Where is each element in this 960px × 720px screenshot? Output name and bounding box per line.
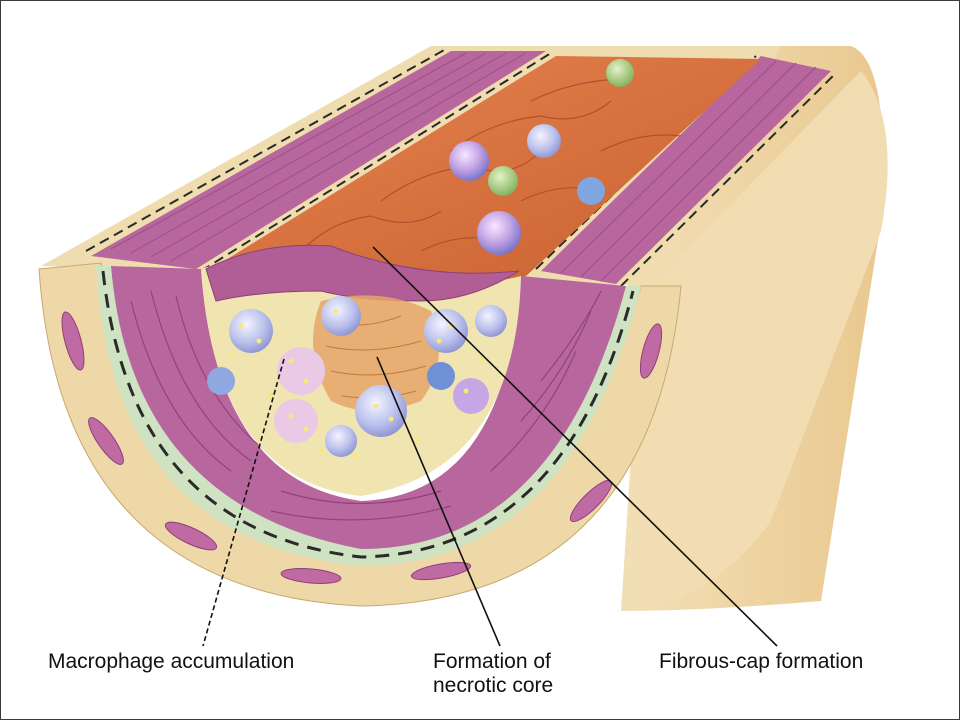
label-necrotic-core: Formation of necrotic core bbox=[433, 650, 553, 698]
label-macrophage-accumulation: Macrophage accumulation bbox=[48, 650, 295, 673]
label-necrotic-line2: necrotic core bbox=[433, 674, 554, 697]
lumen-endothelium bbox=[216, 56, 761, 289]
label-fibrous-cap-formation: Fibrous-cap formation bbox=[659, 650, 864, 673]
leader-fibrous bbox=[372, 246, 778, 647]
macrophage-cluster bbox=[207, 296, 507, 459]
leader-necrotic bbox=[376, 356, 501, 647]
blood-cells bbox=[449, 59, 634, 255]
label-necrotic-line1: Formation of bbox=[433, 650, 551, 673]
leader-macrophage bbox=[202, 358, 285, 647]
media-ring bbox=[111, 266, 626, 549]
fibrous-cap bbox=[205, 244, 520, 302]
media-layer-top bbox=[85, 48, 837, 287]
leader-lines bbox=[202, 246, 778, 647]
